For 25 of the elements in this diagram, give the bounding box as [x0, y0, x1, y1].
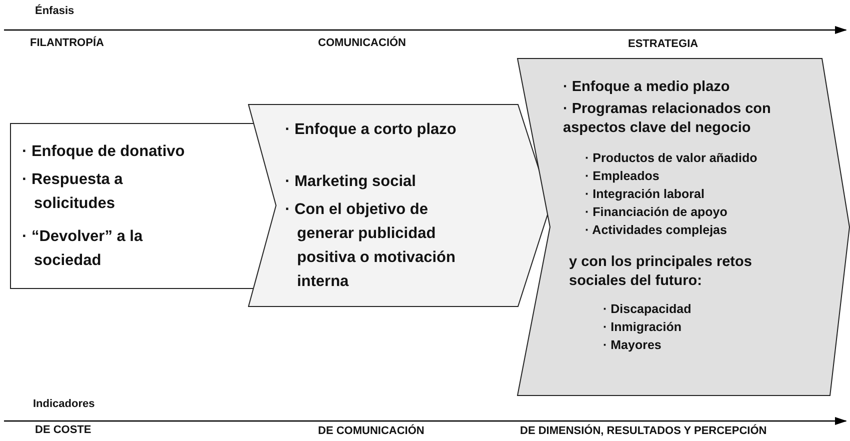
axis-label: ESTRATEGIA — [628, 38, 698, 50]
bullet-text: · Programas relacionados con aspectos clave del negocio — [563, 100, 772, 138]
bullet-text: · “Devolver” a la sociedad — [22, 227, 144, 271]
bullet-text: y con los principales retos sociales del futuro: — [569, 253, 753, 291]
bullet-text: · Marketing social — [285, 172, 417, 192]
bullet-text: · Con el objetivo de generar publicidad positiva o motivación interna — [285, 200, 456, 292]
bullet-text: · Inmigración — [603, 319, 682, 336]
bullet-text: · Mayores — [603, 337, 662, 354]
axis-label: DE DIMENSIÓN, RESULTADOS Y PERCEPCIÓN — [520, 425, 767, 437]
axis-label: DE COMUNICACIÓN — [318, 425, 424, 437]
bullet-text: · Financiación de apoyo — [585, 204, 728, 220]
bullet-text: · Discapacidad — [603, 301, 692, 318]
axis-label: DE COSTE — [35, 424, 92, 436]
bullet-text: · Empleados — [585, 168, 660, 184]
axis-label: FILANTROPÍA — [30, 37, 104, 49]
bullet-text: · Integración laboral — [585, 186, 706, 202]
bullet-text: · Respuesta a solicitudes — [22, 170, 124, 214]
bullet-text: · Enfoque a medio plazo — [563, 78, 731, 97]
bullet-text: · Actividades complejas — [585, 222, 728, 238]
bullet-text: · Enfoque a corto plazo — [285, 120, 458, 140]
axis-title: Énfasis — [35, 5, 74, 17]
axis-label: COMUNICACIÓN — [318, 37, 406, 49]
bullet-text: · Productos de valor añadido — [585, 150, 758, 166]
bullet-text: · Enfoque de donativo — [22, 142, 186, 162]
axis-title: Indicadores — [33, 398, 95, 410]
